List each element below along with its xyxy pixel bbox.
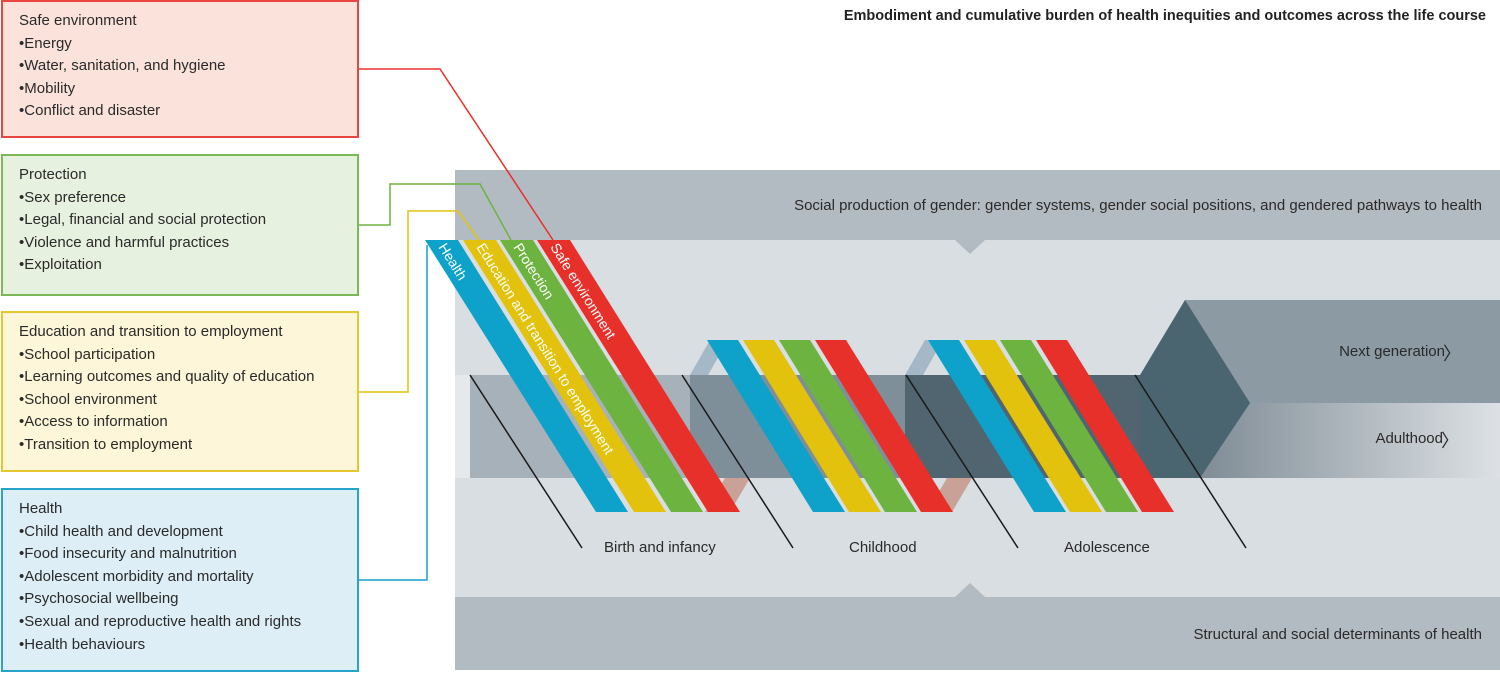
domain-title: Education and transition to employment (19, 323, 283, 340)
ribbon-protection (779, 340, 917, 512)
bottom-band (455, 597, 1500, 670)
ribbon-safe-environment (1036, 340, 1174, 512)
domain-item: Transition to employment (19, 434, 341, 457)
domain-item: Conflict and disaster (19, 100, 341, 123)
domain-item: Health behaviours (19, 634, 341, 657)
domain-item: Water, sanitation, and hygiene (19, 55, 341, 78)
ribbon-health (425, 240, 628, 512)
bottom-band-label: Structural and social determinants of he… (1193, 626, 1483, 643)
domain-item: Learning outcomes and quality of educati… (19, 366, 341, 389)
domain-item: School environment (19, 389, 341, 412)
ribbon-education (964, 340, 1102, 512)
domain-item: Sex preference (19, 187, 341, 210)
ribbon-education (463, 240, 666, 512)
domain-item: Violence and harmful practices (19, 232, 341, 255)
domain-item: Sexual and reproductive health and right… (19, 611, 341, 634)
stage-divider (905, 374, 1019, 549)
domain-item: Exploitation (19, 254, 341, 277)
outcome-label-next-generation: Next generation (1339, 343, 1445, 360)
diagram-title: Embodiment and cumulative burden of heal… (843, 8, 1486, 24)
ribbon-health (707, 340, 845, 512)
chevron-right-icon: 〉 (1441, 431, 1459, 451)
domain-box-protection: Protection Sex preference Legal, financi… (1, 154, 359, 296)
adulthood-bar (1200, 403, 1500, 478)
stage-label-birth-infancy: Birth and infancy (604, 539, 716, 556)
domain-item: Child health and development (19, 521, 341, 544)
transition-block (1140, 300, 1250, 478)
ribbon-safe-environment (537, 240, 740, 512)
stage-label-adolescence: Adolescence (1064, 539, 1150, 556)
connector-health (359, 245, 428, 581)
stage-divider (681, 374, 794, 549)
bottom-band-pointer (955, 583, 985, 597)
domain-item: Mobility (19, 78, 341, 101)
domain-title: Protection (19, 166, 87, 183)
ribbon-protection (1000, 340, 1138, 512)
domain-item: Access to information (19, 411, 341, 434)
top-band (455, 170, 1500, 240)
ribbon-protection (500, 240, 703, 512)
chevron-right-icon: 〉 (1443, 344, 1461, 364)
ribbon-health (928, 340, 1066, 512)
domain-item: Energy (19, 33, 341, 56)
stage-label-childhood: Childhood (849, 539, 917, 556)
domain-title: Safe environment (19, 12, 137, 29)
connector-safe-environment (359, 68, 554, 241)
stage-divider (1134, 374, 1247, 549)
top-band-label: Social production of gender: gender syst… (794, 197, 1482, 214)
domain-item: Legal, financial and social protection (19, 209, 341, 232)
outcome-label-adulthood: Adulthood (1375, 430, 1443, 447)
stage-divider (469, 374, 583, 549)
ribbon-safe-environment (815, 340, 953, 512)
connector-education (359, 210, 480, 393)
domain-title: Health (19, 500, 63, 517)
ribbon-education (743, 340, 881, 512)
domain-box-health: Health Child health and development Food… (1, 488, 359, 672)
domain-box-education: Education and transition to employment S… (1, 311, 359, 472)
domain-item: Adolescent morbidity and mortality (19, 566, 341, 589)
domain-item: Psychosocial wellbeing (19, 588, 341, 611)
connector-protection (359, 183, 512, 241)
domain-box-safe-environment: Safe environment Energy Water, sanitatio… (1, 0, 359, 138)
top-band-pointer (955, 240, 985, 254)
domain-item: School participation (19, 344, 341, 367)
domain-item: Food insecurity and malnutrition (19, 543, 341, 566)
